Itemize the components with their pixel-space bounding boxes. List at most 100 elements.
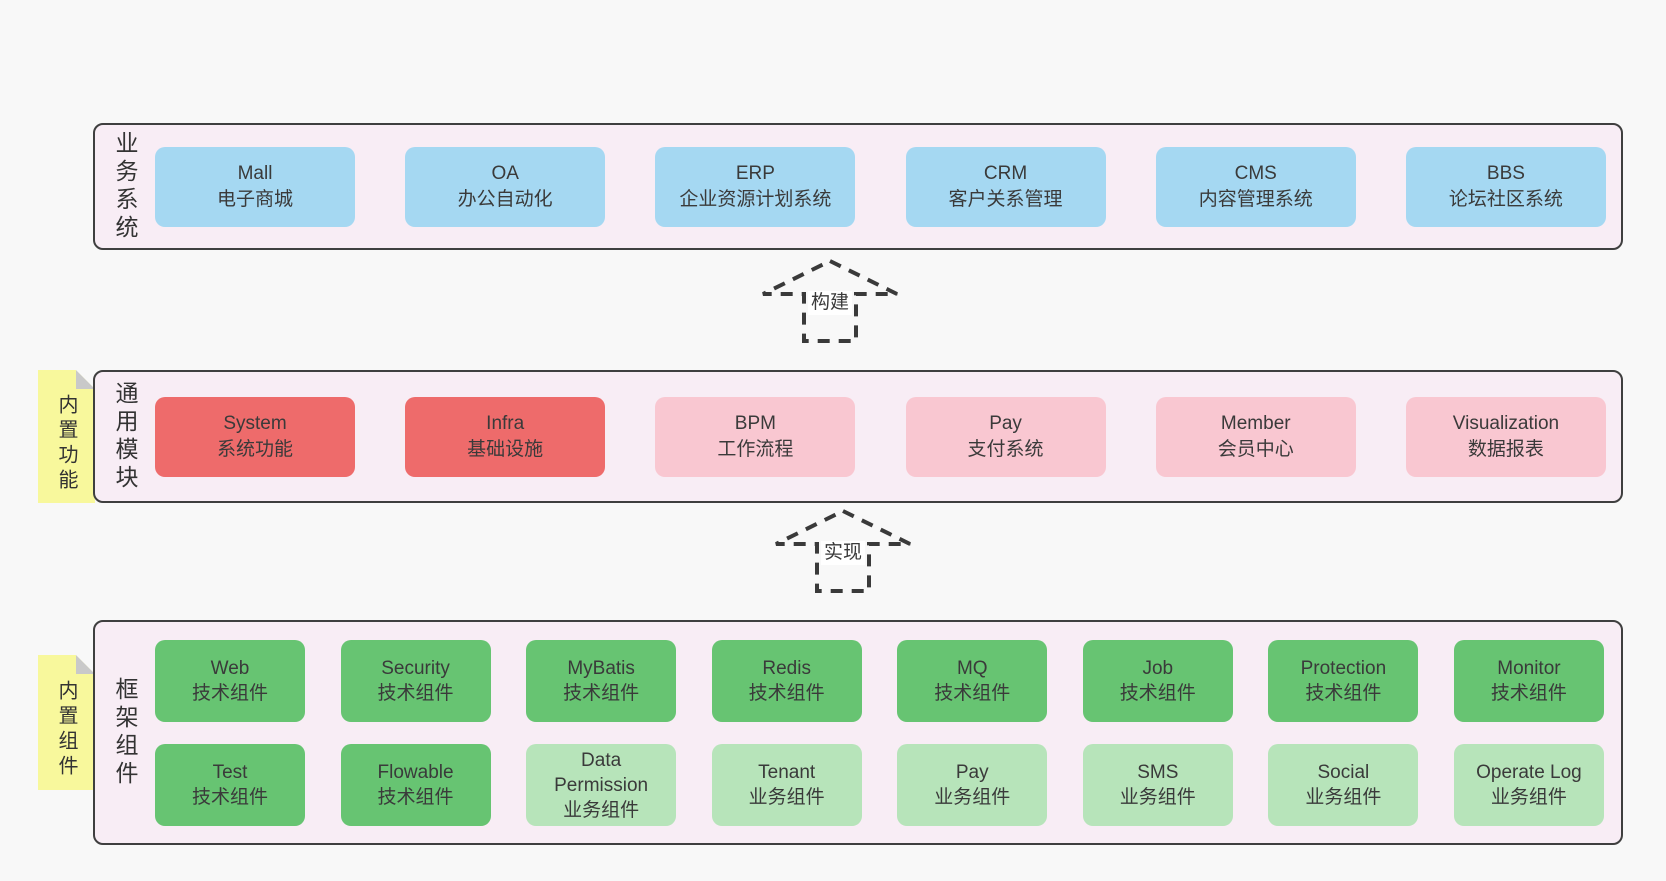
node-protection: Protection 技术组件: [1268, 640, 1419, 722]
node-mall: Mall 电子商城: [155, 146, 355, 227]
node-web: Web 技术组件: [155, 640, 305, 722]
node-test: Test 技术组件: [155, 744, 305, 826]
node-subtitle: 企业资源计划系统: [679, 188, 832, 210]
sticky-fold-cut: [76, 655, 95, 674]
node-social: Social 业务组件: [1268, 744, 1419, 826]
common-modules-row: System 系统功能 Infra 基础设施 BPM 工作流程 Pay 支付系统…: [155, 372, 1606, 501]
node-title: Monitor: [1497, 658, 1561, 679]
node-subtitle: 技术组件: [748, 683, 825, 704]
node-subtitle: 电子商城: [216, 188, 293, 210]
node-visualization: Visualization 数据报表: [1405, 396, 1606, 477]
arrow-build: 构建: [760, 258, 900, 344]
business-systems-row: Mall 电子商城 OA 办公自动化 ERP 企业资源计划系统 CRM 客户关系…: [155, 125, 1606, 248]
node-subtitle: 论坛社区系统: [1448, 188, 1563, 210]
node-job: Job 技术组件: [1082, 640, 1233, 722]
node-title: Job: [1142, 658, 1174, 679]
node-title: System: [223, 412, 287, 434]
node-title: Test: [212, 762, 248, 783]
node-system: System 系统功能: [155, 396, 355, 477]
node-title: Data Permission: [554, 749, 649, 796]
node-title: MQ: [956, 658, 988, 679]
node-subtitle: 技术组件: [1305, 683, 1382, 704]
node-subtitle: 业务组件: [748, 787, 825, 808]
node-mq: MQ 技术组件: [897, 640, 1048, 722]
node-title: Pay: [989, 412, 1022, 434]
node-crm: CRM 客户关系管理: [905, 146, 1106, 227]
sticky-note-built-in-components: 内置组件: [38, 655, 95, 790]
layer-label-framework-components: 框架组件: [112, 676, 138, 789]
node-bbs: BBS 论坛社区系统: [1405, 146, 1606, 227]
node-subtitle: 会员中心: [1217, 438, 1294, 460]
node-subtitle: 业务组件: [1119, 787, 1196, 808]
node-title: ERP: [735, 162, 775, 184]
sticky-label: 内置组件: [55, 679, 77, 780]
node-cms: CMS 内容管理系统: [1155, 146, 1356, 227]
node-subtitle: 技术组件: [191, 683, 268, 704]
node-subtitle: 技术组件: [563, 683, 640, 704]
node-oa: OA 办公自动化: [405, 146, 606, 227]
node-operate-log: Operate Log 业务组件: [1453, 744, 1604, 826]
layer-business-systems: 业务系统 Mall 电子商城 OA 办公自动化 ERP 企业资源计划系统 CRM…: [93, 123, 1623, 250]
node-erp: ERP 企业资源计划系统: [655, 146, 856, 227]
node-mybatis: MyBatis 技术组件: [526, 640, 677, 722]
node-title: Social: [1317, 762, 1370, 783]
framework-components-grid: Web 技术组件 Security 技术组件 MyBatis 技术组件 Redi…: [155, 640, 1604, 826]
node-subtitle: 技术组件: [377, 683, 454, 704]
node-title: CRM: [983, 162, 1028, 184]
node-title: Tenant: [758, 762, 816, 783]
node-subtitle: 业务组件: [1490, 787, 1567, 808]
sticky-label: 内置功能: [55, 393, 77, 494]
node-subtitle: 数据报表: [1467, 438, 1544, 460]
node-pay-component: Pay 业务组件: [897, 744, 1048, 826]
node-title: Visualization: [1452, 412, 1560, 434]
node-subtitle: 技术组件: [377, 787, 454, 808]
node-subtitle: 办公自动化: [457, 188, 553, 210]
node-subtitle: 业务组件: [934, 787, 1011, 808]
layer-label-business-systems: 业务系统: [112, 130, 138, 243]
node-title: CMS: [1234, 162, 1277, 184]
node-bpm: BPM 工作流程: [655, 396, 856, 477]
node-subtitle: 技术组件: [191, 787, 268, 808]
node-pay-system: Pay 支付系统: [905, 396, 1106, 477]
node-title: Protection: [1300, 658, 1387, 679]
arrow-build-label: 构建: [807, 291, 853, 315]
node-subtitle: 技术组件: [934, 683, 1011, 704]
node-title: BBS: [1486, 162, 1525, 184]
node-subtitle: 业务组件: [1305, 787, 1382, 808]
layer-label-common-modules: 通用模块: [112, 380, 138, 493]
node-title: MyBatis: [567, 658, 635, 679]
node-title: Security: [381, 658, 450, 679]
node-title: Web: [210, 658, 250, 679]
layer-common-modules: 通用模块 System 系统功能 Infra 基础设施 BPM 工作流程 Pay…: [93, 370, 1623, 503]
node-title: BPM: [734, 412, 776, 434]
arrow-implement: 实现: [773, 508, 913, 594]
node-title: Infra: [486, 412, 525, 434]
node-subtitle: 支付系统: [967, 438, 1044, 460]
node-redis: Redis 技术组件: [711, 640, 862, 722]
node-title: Mall: [237, 162, 273, 184]
node-subtitle: 系统功能: [216, 438, 293, 460]
node-flowable: Flowable 技术组件: [340, 744, 491, 826]
node-data-permission: Data Permission 业务组件: [526, 744, 677, 826]
node-title: Flowable: [377, 762, 454, 783]
node-subtitle: 基础设施: [467, 438, 544, 460]
node-sms: SMS 业务组件: [1082, 744, 1233, 826]
sticky-fold-cut: [76, 370, 95, 389]
node-subtitle: 内容管理系统: [1198, 188, 1313, 210]
sticky-note-built-in-features: 内置功能: [38, 370, 95, 503]
node-subtitle: 技术组件: [1490, 683, 1567, 704]
node-title: Redis: [762, 658, 811, 679]
node-security: Security 技术组件: [340, 640, 491, 722]
node-tenant: Tenant 业务组件: [711, 744, 862, 826]
arrow-up-icon: [775, 508, 911, 593]
arrow-implement-label: 实现: [820, 541, 866, 565]
node-title: Member: [1220, 412, 1291, 434]
node-subtitle: 技术组件: [1119, 683, 1196, 704]
node-title: Pay: [955, 762, 989, 783]
node-title: OA: [491, 162, 519, 184]
node-title: Operate Log: [1476, 762, 1582, 783]
node-title: SMS: [1137, 762, 1179, 783]
node-subtitle: 业务组件: [563, 799, 640, 821]
layer-framework-components: 框架组件 Web 技术组件 Security 技术组件 MyBatis 技术组件…: [93, 620, 1623, 845]
